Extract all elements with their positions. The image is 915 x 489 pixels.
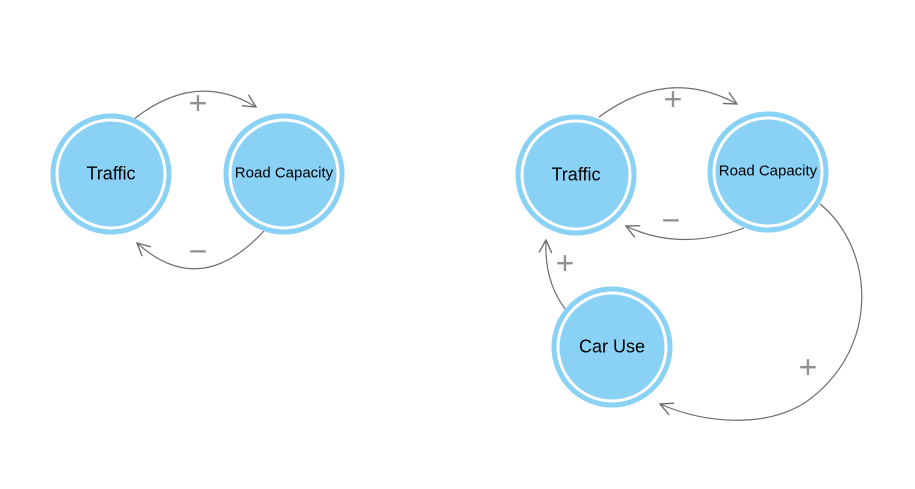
arrow-car-use-to-traffic	[546, 240, 567, 311]
node-label-road-capacity: Road Capacity	[234, 164, 334, 182]
polarity-plus-car-use-to-traffic: +	[555, 245, 575, 281]
arrow-left-traffic-to-road-capacity	[133, 90, 256, 120]
arrow-right-traffic-to-road-capacity	[598, 87, 737, 118]
arrow-left-road-capacity-to-traffic	[137, 230, 265, 270]
node-label-traffic: Traffic	[86, 163, 136, 184]
polarity-plus-right-top: +	[663, 81, 683, 117]
node-label-road-capacity: Road Capacity	[718, 162, 818, 180]
node-traffic-left: Traffic	[50, 113, 172, 235]
arrow-road-capacity-to-car-use	[660, 203, 863, 421]
polarity-minus-left-bottom: −	[188, 233, 208, 269]
polarity-plus-road-capacity-to-car-use: +	[798, 349, 818, 385]
node-car-use: Car Use	[551, 286, 673, 408]
polarity-plus-left-top: +	[188, 85, 208, 121]
node-road-capacity-left: Road Capacity	[223, 113, 345, 235]
node-label-traffic: Traffic	[551, 164, 601, 185]
node-road-capacity-right: Road Capacity	[707, 111, 829, 233]
arrow-right-road-capacity-to-traffic	[626, 226, 745, 241]
node-label-car-use: Car Use	[578, 336, 645, 357]
node-traffic-right: Traffic	[515, 114, 637, 236]
polarity-minus-right-middle: −	[661, 202, 681, 238]
